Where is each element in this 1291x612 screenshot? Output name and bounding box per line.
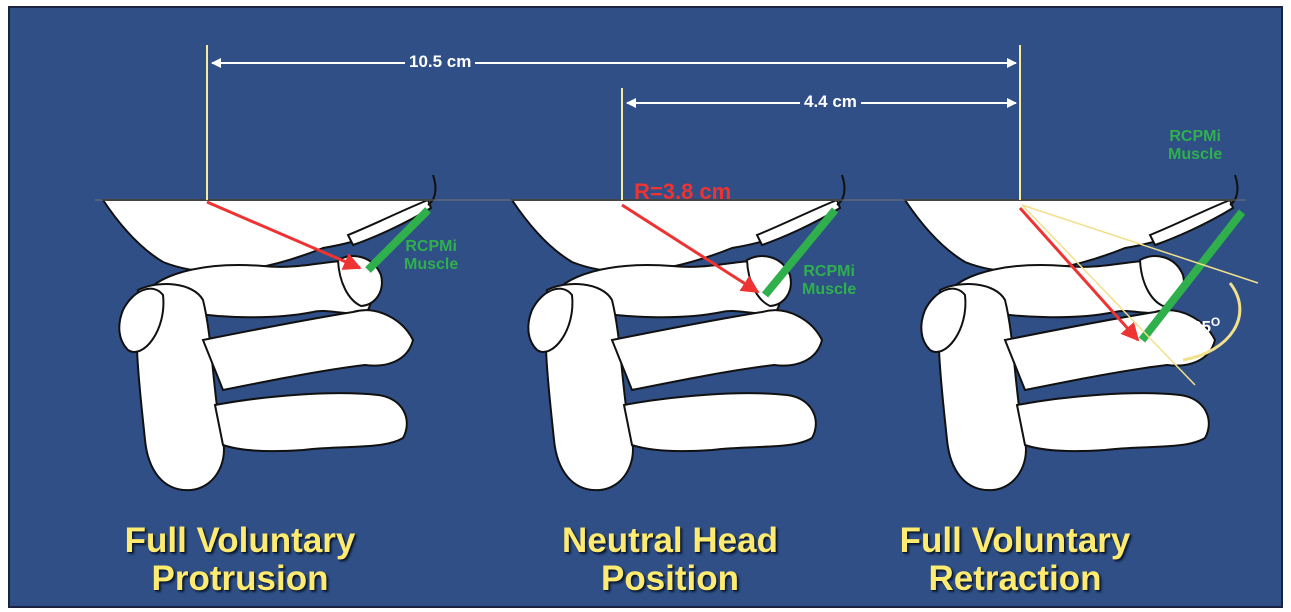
angle-label: 25O	[1192, 312, 1220, 338]
vertebrae-retraction	[905, 175, 1237, 490]
angle-value: 25	[1192, 318, 1211, 337]
caption-retraction-line1: Full Voluntary	[855, 522, 1175, 560]
radius-label: R=3.8 cm	[634, 180, 731, 204]
muscle-label-protrusion: RCPMi Muscle	[404, 238, 458, 274]
caption-neutral: Neutral Head Position	[510, 522, 830, 598]
caption-protrusion: Full Voluntary Protrusion	[80, 522, 400, 598]
muscle-label-line2: Muscle	[404, 256, 458, 274]
caption-neutral-line1: Neutral Head	[510, 522, 830, 560]
muscle-label-line2: Muscle	[1168, 146, 1222, 164]
vertebrae-protrusion	[103, 175, 435, 490]
caption-retraction: Full Voluntary Retraction	[855, 522, 1175, 598]
caption-protrusion-line1: Full Voluntary	[80, 522, 400, 560]
caption-retraction-line2: Retraction	[855, 560, 1175, 598]
caption-neutral-line2: Position	[510, 560, 830, 598]
muscle-label-line2: Muscle	[802, 281, 856, 299]
vertebrae-neutral	[512, 175, 844, 490]
muscle-label-neutral: RCPMi Muscle	[802, 263, 856, 299]
muscle-label-retraction: RCPMi Muscle	[1168, 128, 1222, 164]
muscle-label-line1: RCPMi	[1168, 128, 1222, 146]
muscle-label-line1: RCPMi	[404, 238, 458, 256]
measurement-10-5: 10.5 cm	[405, 52, 475, 72]
measurement-4-4: 4.4 cm	[800, 92, 861, 112]
caption-protrusion-line2: Protrusion	[80, 560, 400, 598]
muscle-label-line1: RCPMi	[802, 263, 856, 281]
degree-symbol: O	[1211, 315, 1220, 329]
